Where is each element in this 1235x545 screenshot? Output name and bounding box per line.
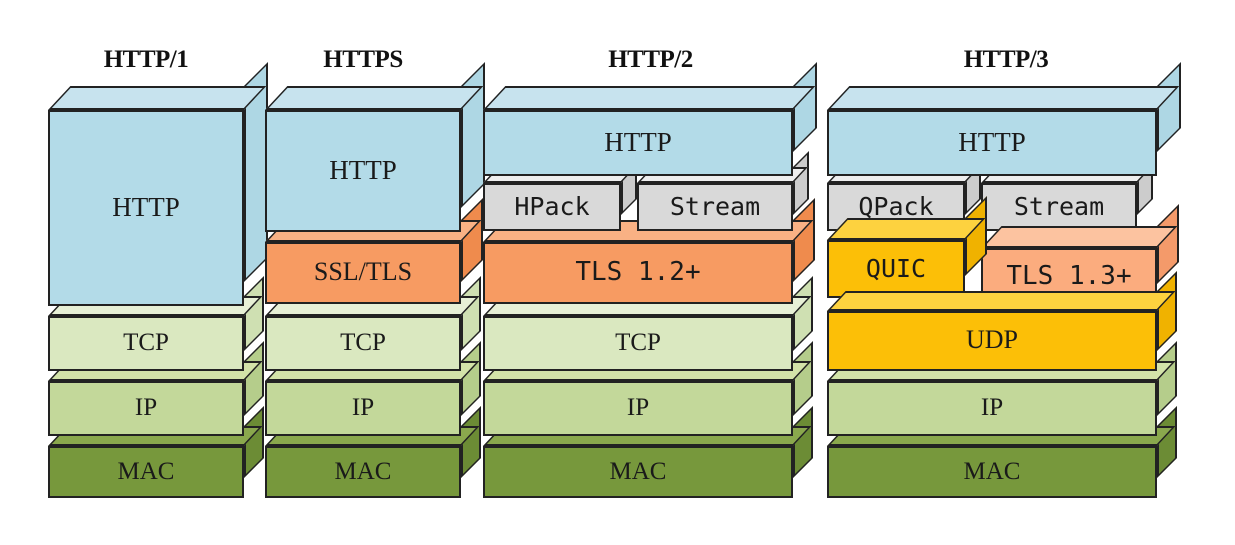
layer-box-http2-ip[interactable]: IP (483, 341, 813, 436)
layer-box-http1-mac[interactable]: MAC (48, 406, 264, 498)
box-top-face (265, 86, 484, 110)
layer-label: QPack (858, 191, 934, 221)
box-front-face: IP (483, 381, 793, 436)
column-title-http3: HTTP/3 (963, 46, 1049, 73)
box-side-face (1157, 271, 1177, 351)
box-front-face: TCP (265, 316, 461, 371)
layer-label: IP (134, 394, 158, 421)
box-front-face: MAC (48, 446, 244, 498)
box-side-face (793, 62, 817, 152)
layer-label: HTTP (112, 191, 180, 222)
layer-label: IP (351, 394, 375, 421)
box-front-face: TLS 1.2+ (483, 242, 793, 304)
layer-box-http1-http[interactable]: HTTP (48, 62, 268, 306)
layer-box-http2-hpack[interactable]: HPack (483, 151, 637, 231)
layer-box-http2-http[interactable]: HTTP (483, 62, 817, 176)
layer-label: MAC (963, 457, 1021, 485)
box-front-face: MAC (483, 446, 793, 498)
layer-box-http3-udp[interactable]: UDP (827, 271, 1177, 371)
layer-box-http2-stream[interactable]: Stream (637, 151, 809, 231)
box-front-face: HTTP (265, 110, 461, 232)
box-front-face: Stream (637, 183, 793, 231)
layer-box-https-http[interactable]: HTTP (265, 62, 485, 232)
box-side-face (244, 341, 264, 416)
box-front-face: MAC (265, 446, 461, 498)
layer-box-http2-tcp[interactable]: TCP (483, 276, 813, 371)
layer-label: QUIC (865, 253, 927, 283)
box-front-face: UDP (827, 311, 1157, 371)
box-front-face: IP (265, 381, 461, 436)
layer-label: TCP (340, 329, 386, 356)
box-side-face (461, 276, 481, 351)
layer-label: MAC (334, 457, 392, 485)
box-front-face: IP (48, 381, 244, 436)
layer-box-http1-ip[interactable]: IP (48, 341, 264, 436)
box-side-face (461, 198, 483, 282)
box-front-face: SSL/TLS (265, 242, 461, 304)
layer-box-https-ssltls[interactable]: SSL/TLS (265, 198, 483, 304)
layer-label: TCP (615, 329, 661, 356)
layer-label: TLS 1.2+ (575, 257, 701, 287)
layer-box-http2-mac[interactable]: MAC (483, 406, 813, 498)
layer-label: Stream (669, 191, 761, 221)
box-top-face (827, 291, 1176, 311)
box-front-face: IP (827, 381, 1157, 436)
layer-label: IP (626, 394, 650, 421)
box-top-face (981, 226, 1178, 248)
layer-label: UDP (965, 325, 1018, 354)
column-title-https: HTTPS (323, 46, 403, 73)
box-top-face (483, 86, 816, 110)
box-top-face (827, 86, 1180, 110)
layer-box-https-mac[interactable]: MAC (265, 406, 481, 498)
box-front-face: TCP (483, 316, 793, 371)
layer-box-http3-http[interactable]: HTTP (827, 62, 1181, 176)
box-side-face (1157, 341, 1177, 416)
layer-label: Stream (1013, 191, 1105, 221)
box-side-face (1157, 62, 1181, 152)
box-side-face (244, 276, 264, 351)
layer-label: MAC (117, 457, 175, 485)
layer-label: MAC (609, 457, 667, 485)
box-front-face: TCP (48, 316, 244, 371)
box-side-face (793, 341, 813, 416)
layer-box-http3-quic[interactable]: QUIC (827, 196, 987, 298)
box-front-face: HTTP (483, 110, 793, 176)
layer-box-http3-ip[interactable]: IP (827, 341, 1177, 436)
layer-box-http3-stream[interactable]: Stream (981, 151, 1153, 231)
box-front-face: QUIC (827, 240, 965, 298)
layer-box-http1-tcp[interactable]: TCP (48, 276, 264, 371)
box-side-face (793, 276, 813, 351)
layer-label: SSL/TLS (313, 257, 413, 286)
layer-label: TLS 1.3+ (1006, 261, 1132, 291)
box-top-face (827, 218, 986, 240)
column-title-http1: HTTP/1 (103, 46, 189, 73)
box-front-face: Stream (981, 183, 1137, 231)
layer-box-http3-mac[interactable]: MAC (827, 406, 1177, 498)
layer-label: HTTP (958, 126, 1026, 157)
box-front-face: HPack (483, 183, 621, 231)
box-front-face: HTTP (48, 110, 244, 306)
layer-box-https-tcp[interactable]: TCP (265, 276, 481, 371)
box-side-face (461, 62, 485, 208)
layer-label: HTTP (329, 154, 397, 185)
box-front-face: MAC (827, 446, 1157, 498)
layer-label: IP (980, 394, 1004, 421)
box-front-face: HTTP (827, 110, 1157, 176)
layer-label: TCP (123, 329, 169, 356)
box-side-face (461, 341, 481, 416)
layer-label: HTTP (604, 126, 672, 157)
layer-box-http2-tls[interactable]: TLS 1.2+ (483, 198, 815, 304)
layer-label: HPack (514, 191, 590, 221)
column-title-http2: HTTP/2 (608, 46, 693, 73)
layer-box-https-ip[interactable]: IP (265, 341, 481, 436)
box-top-face (48, 86, 267, 110)
